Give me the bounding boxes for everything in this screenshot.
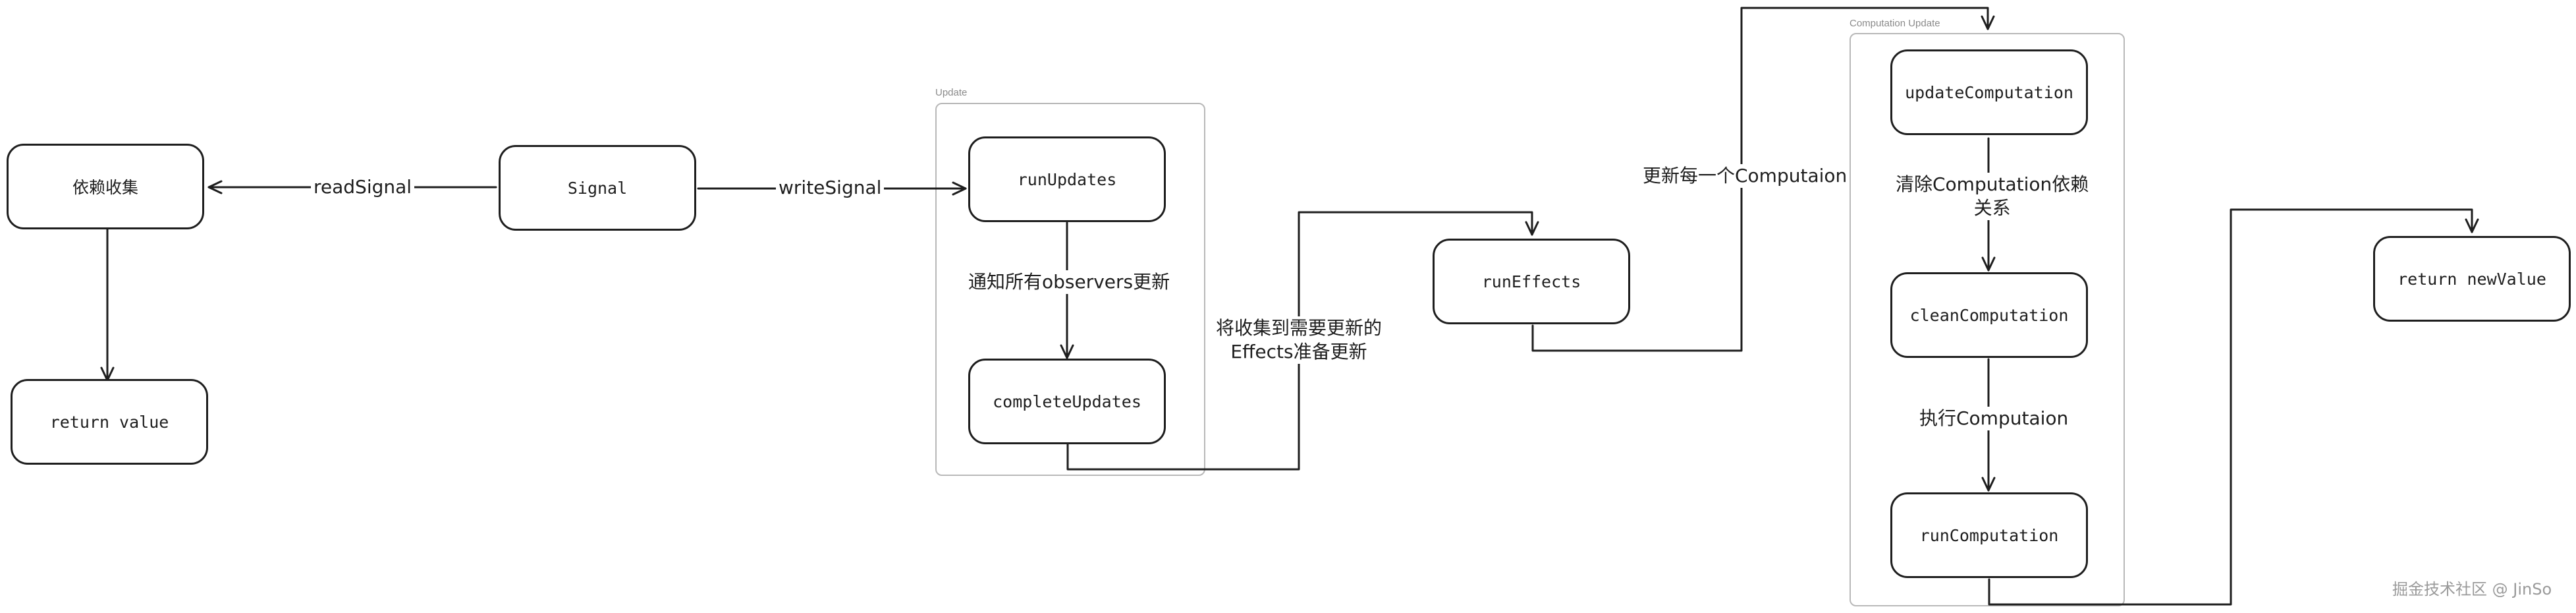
edge-run-to-return-newvalue	[1988, 208, 2479, 606]
node-update-computation[interactable]: updateComputation	[1890, 49, 2088, 135]
node-clean-computation[interactable]: cleanComputation	[1890, 272, 2088, 358]
update-group-label: Update	[935, 87, 968, 98]
edge-label-collect-effects-line1: 将收集到需要更新的	[1216, 317, 1383, 339]
node-run-computation[interactable]: runComputation	[1890, 492, 2088, 578]
node-signal[interactable]: Signal	[499, 145, 696, 231]
edge-label-update-each: 更新每一个Computaion	[1640, 164, 1850, 188]
node-run-updates[interactable]: runUpdates	[968, 136, 1166, 222]
node-return-new-value[interactable]: return newValue	[2373, 236, 2571, 322]
computation-update-group-label: Computation Update	[1850, 18, 1940, 29]
edge-label-collect-effects-line2: Effects准备更新	[1230, 341, 1367, 363]
edge-label-notify-observers: 通知所有observers更新	[966, 270, 1173, 294]
computation-update-group	[1850, 33, 2125, 606]
edge-label-clear-deps-line1: 清除Computation依赖	[1896, 173, 2089, 195]
edge-label-collect-effects: 将收集到需要更新的 Effects准备更新	[1213, 316, 1385, 364]
edge-label-read-signal: readSignal	[311, 175, 415, 199]
node-return-value[interactable]: return value	[11, 379, 208, 465]
node-complete-updates[interactable]: completeUpdates	[968, 359, 1166, 444]
watermark: 掘金技术社区 @ JinSo	[2392, 580, 2552, 598]
edge-label-clear-deps-line2: 关系	[1973, 197, 2011, 219]
edge-label-clear-deps: 清除Computation依赖 关系	[1893, 173, 2092, 220]
update-group	[935, 103, 1205, 476]
node-run-effects[interactable]: runEffects	[1433, 239, 1630, 324]
edge-label-execute-computation: 执行Computaion	[1917, 407, 2071, 430]
edge-label-write-signal: writeSignal	[776, 176, 885, 200]
node-dependency-collect[interactable]: 依赖收集	[7, 144, 204, 229]
